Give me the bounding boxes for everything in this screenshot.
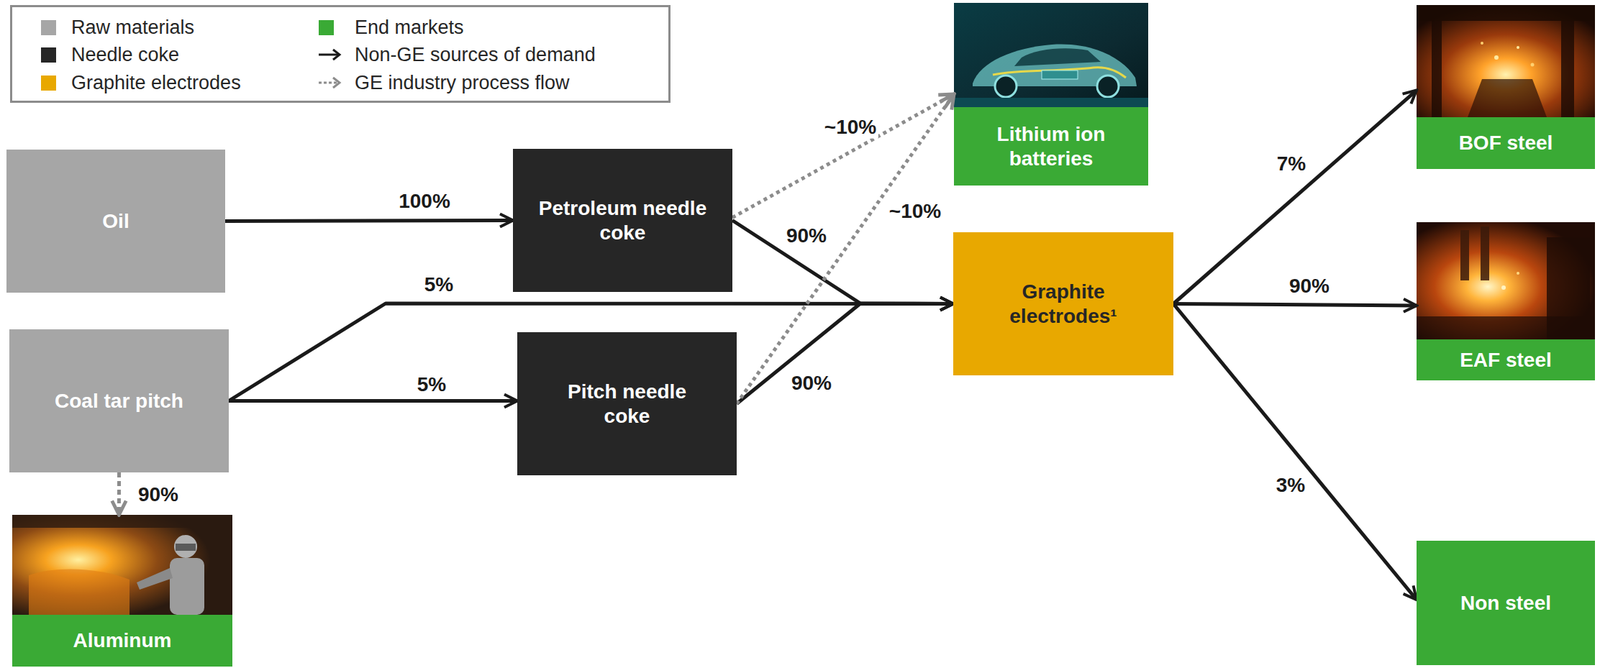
share-label-holder: 90% [789, 372, 834, 395]
legend-text: Graphite electrodes [71, 71, 242, 95]
legend-entry: Non-GE sources of demand [317, 41, 596, 68]
legend-line-sample [317, 46, 342, 64]
legend-text: Needle coke [71, 43, 180, 67]
node-label: EAF steel [1416, 348, 1595, 373]
legend-swatch [41, 20, 57, 36]
legend-swatch [318, 20, 334, 36]
node-label: Oil [6, 209, 226, 234]
needle-coke-box: Petroleum needle coke [512, 148, 733, 293]
legend-entry: Graphite electrodes [41, 69, 242, 96]
share-label-holder: 90% [784, 225, 829, 248]
label-band: Graphite electrodes¹ [953, 232, 1174, 376]
share-label: 90% [1287, 275, 1332, 298]
share-label: 90% [784, 225, 829, 248]
share-label-holder: ~10% [887, 200, 944, 224]
legend-text: Raw materials [71, 16, 195, 39]
share-label-holder: ~10% [822, 116, 879, 139]
node-label: BOF steel [1416, 130, 1595, 156]
flow-arrow [1173, 304, 1417, 306]
node-label: Lithium ion batteries [953, 122, 1149, 171]
legend-entry: End markets [318, 14, 465, 41]
node-label: Pitch needle coke [517, 379, 737, 429]
flow-arrow [1173, 304, 1417, 601]
graphite-electrode-box: Graphite electrodes¹ [953, 232, 1174, 376]
label-band: Non steel [1416, 541, 1595, 666]
car-illustration [953, 2, 1149, 108]
legend-line-sample [317, 74, 342, 92]
node-label: Non steel [1416, 591, 1595, 616]
legend-entry: Needle coke [41, 41, 180, 68]
raw-material-box: Coal tar pitch [9, 329, 229, 473]
node-label: Coal tar pitch [9, 389, 229, 414]
raw-material-box: Oil [6, 149, 226, 293]
node-label: Petroleum needle coke [512, 196, 733, 245]
legend-text: End markets [354, 16, 465, 39]
share-label: 5% [422, 274, 456, 297]
share-label-holder: 100% [396, 190, 453, 213]
legend-swatch [41, 75, 57, 91]
share-label: 7% [1274, 153, 1308, 176]
end-market-box: BOF steel [1416, 5, 1595, 170]
legend-entry: Raw materials [41, 14, 195, 41]
share-label: 100% [396, 190, 453, 213]
flow-arrow [732, 94, 954, 218]
label-band: Aluminum [12, 615, 233, 667]
share-label-holder: 7% [1274, 153, 1308, 176]
node-label: Aluminum [12, 628, 233, 654]
legend-swatch [41, 47, 57, 63]
eaf-furnace-illustration [1416, 222, 1595, 340]
label-band: Coal tar pitch [9, 329, 229, 473]
share-label-holder: 3% [1274, 474, 1308, 498]
share-label: ~10% [887, 200, 944, 224]
end-market-box: Aluminum [12, 515, 233, 667]
flow-arrow [732, 220, 954, 305]
label-band: Lithium ion batteries [953, 107, 1149, 186]
flow-arrow [117, 472, 121, 516]
legend-text: GE industry process flow [354, 71, 570, 95]
share-label: 90% [135, 484, 181, 507]
label-band: Petroleum needle coke [512, 148, 733, 293]
share-label: 5% [415, 374, 449, 397]
needle-coke-box: Pitch needle coke [517, 332, 737, 476]
flow-arrow [736, 303, 954, 405]
node-label: Graphite electrodes¹ [953, 279, 1174, 329]
share-label-holder: 90% [135, 484, 181, 507]
share-label: 3% [1274, 474, 1308, 498]
share-label-holder: 5% [415, 374, 449, 397]
label-band: Oil [6, 149, 226, 293]
share-label: 90% [789, 372, 834, 395]
label-band: Pitch needle coke [517, 332, 737, 476]
flow-arrow [1173, 90, 1417, 305]
aluminum-pour-illustration [12, 515, 233, 616]
share-label-holder: 90% [1287, 275, 1332, 298]
flow-arrow [228, 399, 518, 403]
end-market-box: Non steel [1416, 541, 1595, 666]
label-band: BOF steel [1416, 117, 1595, 170]
share-label: ~10% [822, 116, 879, 139]
legend-text: Non-GE sources of demand [354, 43, 596, 67]
flow-arrow [225, 220, 513, 222]
legend-entry: GE industry process flow [317, 69, 570, 96]
share-label-holder: 5% [422, 274, 456, 297]
bof-furnace-illustration [1416, 5, 1595, 118]
end-market-box: EAF steel [1416, 222, 1595, 381]
flow-arrow [736, 94, 954, 405]
label-band: EAF steel [1416, 339, 1595, 381]
end-market-box: Lithium ion batteries [953, 2, 1149, 186]
